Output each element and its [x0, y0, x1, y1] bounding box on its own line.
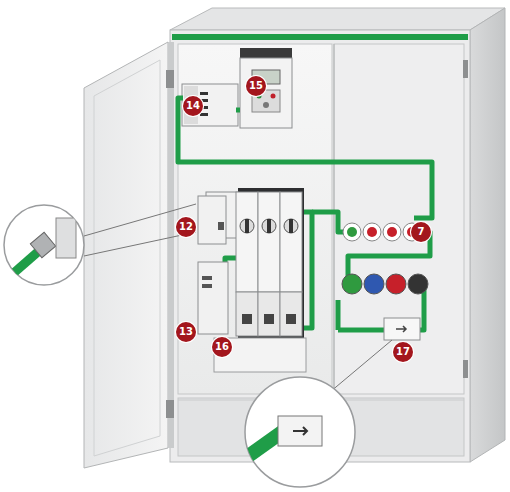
- inset-left: [0, 205, 84, 285]
- inset-left-part-part: [56, 218, 76, 258]
- open-door-part: [84, 42, 168, 468]
- module-13: [198, 262, 228, 334]
- inset-bottom: [240, 377, 355, 487]
- green-cables-part: [336, 300, 341, 330]
- cabinet-body-part: [334, 44, 464, 394]
- motor-starter-block-part: [242, 314, 252, 324]
- motor-starter-block-part: [264, 314, 274, 324]
- callout-number: 16: [212, 337, 232, 357]
- motor-starter-block-part: [280, 292, 302, 336]
- inset-left-part-part: [0, 250, 40, 285]
- cabinet-body-part: [170, 8, 505, 30]
- motor-starter-block-part: [258, 192, 280, 292]
- frequency-inverter-15-part: [240, 58, 292, 128]
- pushbuttons-row-2-part: [342, 274, 362, 294]
- pushbuttons-row-1-part: [347, 227, 357, 237]
- callout-number: 15: [246, 76, 266, 96]
- open-door-part: [166, 400, 174, 418]
- io-module-14: [182, 84, 238, 126]
- cabinet-body-part: [334, 44, 335, 394]
- pushbuttons-row-1-part: [343, 223, 361, 241]
- cabinet-body-part: [470, 8, 505, 462]
- pushbuttons-row-1-part: [383, 223, 401, 241]
- inset-bottom-part-part: [278, 416, 322, 446]
- module-13-part: [202, 276, 212, 280]
- motor-starter-block-part: [236, 192, 258, 292]
- plug-17-part: [384, 318, 420, 340]
- module-12: [198, 196, 226, 244]
- motor-starter-block-part: [284, 219, 298, 233]
- motor-starter-block-part: [240, 219, 254, 233]
- leader-lines-part: [84, 204, 196, 236]
- inset-bottom-part-part: [293, 427, 307, 435]
- pushbuttons-row-2-part: [386, 274, 406, 294]
- open-door: [84, 42, 174, 468]
- motor-starter-block-part: [289, 219, 293, 233]
- motor-starter-block-part: [236, 292, 258, 336]
- cabinet-body-part: [178, 44, 332, 394]
- cabinet-body-part: [463, 60, 468, 78]
- frequency-inverter-15-part: [263, 102, 269, 108]
- inset-bottom-part: [240, 416, 322, 462]
- plug-17: [384, 318, 420, 340]
- motor-starter-block-part: [286, 314, 296, 324]
- callout-number: 12: [176, 217, 196, 237]
- pushbuttons-row-1: [343, 223, 421, 241]
- inset-left-part-part: [30, 232, 55, 257]
- motor-starter-block-part: [262, 219, 276, 233]
- motor-starter-block-part: [245, 219, 249, 233]
- green-cables-part: [236, 108, 240, 113]
- pushbuttons-row-2-part: [408, 274, 428, 294]
- callout-number: 7: [411, 222, 431, 242]
- inset-bottom-part: [245, 377, 355, 487]
- inset-left-part: [0, 218, 76, 285]
- pushbuttons-row-1-part: [363, 223, 381, 241]
- module-13-part: [202, 284, 212, 288]
- io-module-14-part: [182, 84, 238, 126]
- io-module-14-part: [200, 92, 208, 95]
- green-cables-part: [312, 212, 348, 232]
- callout-number: 13: [176, 322, 196, 342]
- motor-starter-block-part: [267, 219, 271, 233]
- motor-starter-block-part: [280, 192, 302, 292]
- pushbuttons-row-1-part: [387, 227, 397, 237]
- green-cables-part: [338, 328, 380, 333]
- inset-bottom-part-part: [240, 432, 282, 462]
- open-door-part: [166, 70, 174, 88]
- callout-number: 17: [393, 342, 413, 362]
- open-door-part: [94, 60, 160, 456]
- leader-lines: [84, 204, 392, 392]
- pushbuttons-row-1-part: [367, 227, 377, 237]
- leader-lines-part: [330, 340, 392, 392]
- motor-starter-block-part: [258, 292, 280, 336]
- leader-lines-part: [84, 232, 196, 256]
- open-door-part: [168, 42, 174, 448]
- module-12-part: [198, 196, 226, 244]
- frequency-inverter-15-part: [271, 94, 276, 99]
- module-13-part: [198, 262, 228, 334]
- plug-17-part: [396, 326, 406, 332]
- pushbuttons-row-2-part: [364, 274, 384, 294]
- cabinet-body-part: [172, 34, 468, 40]
- frequency-inverter-15: [240, 48, 292, 128]
- module-12-part: [218, 222, 224, 230]
- cabinet-body-part: [463, 360, 468, 378]
- pushbuttons-row-2: [342, 274, 428, 294]
- callout-number: 14: [183, 96, 203, 116]
- io-module-14-part: [200, 113, 208, 116]
